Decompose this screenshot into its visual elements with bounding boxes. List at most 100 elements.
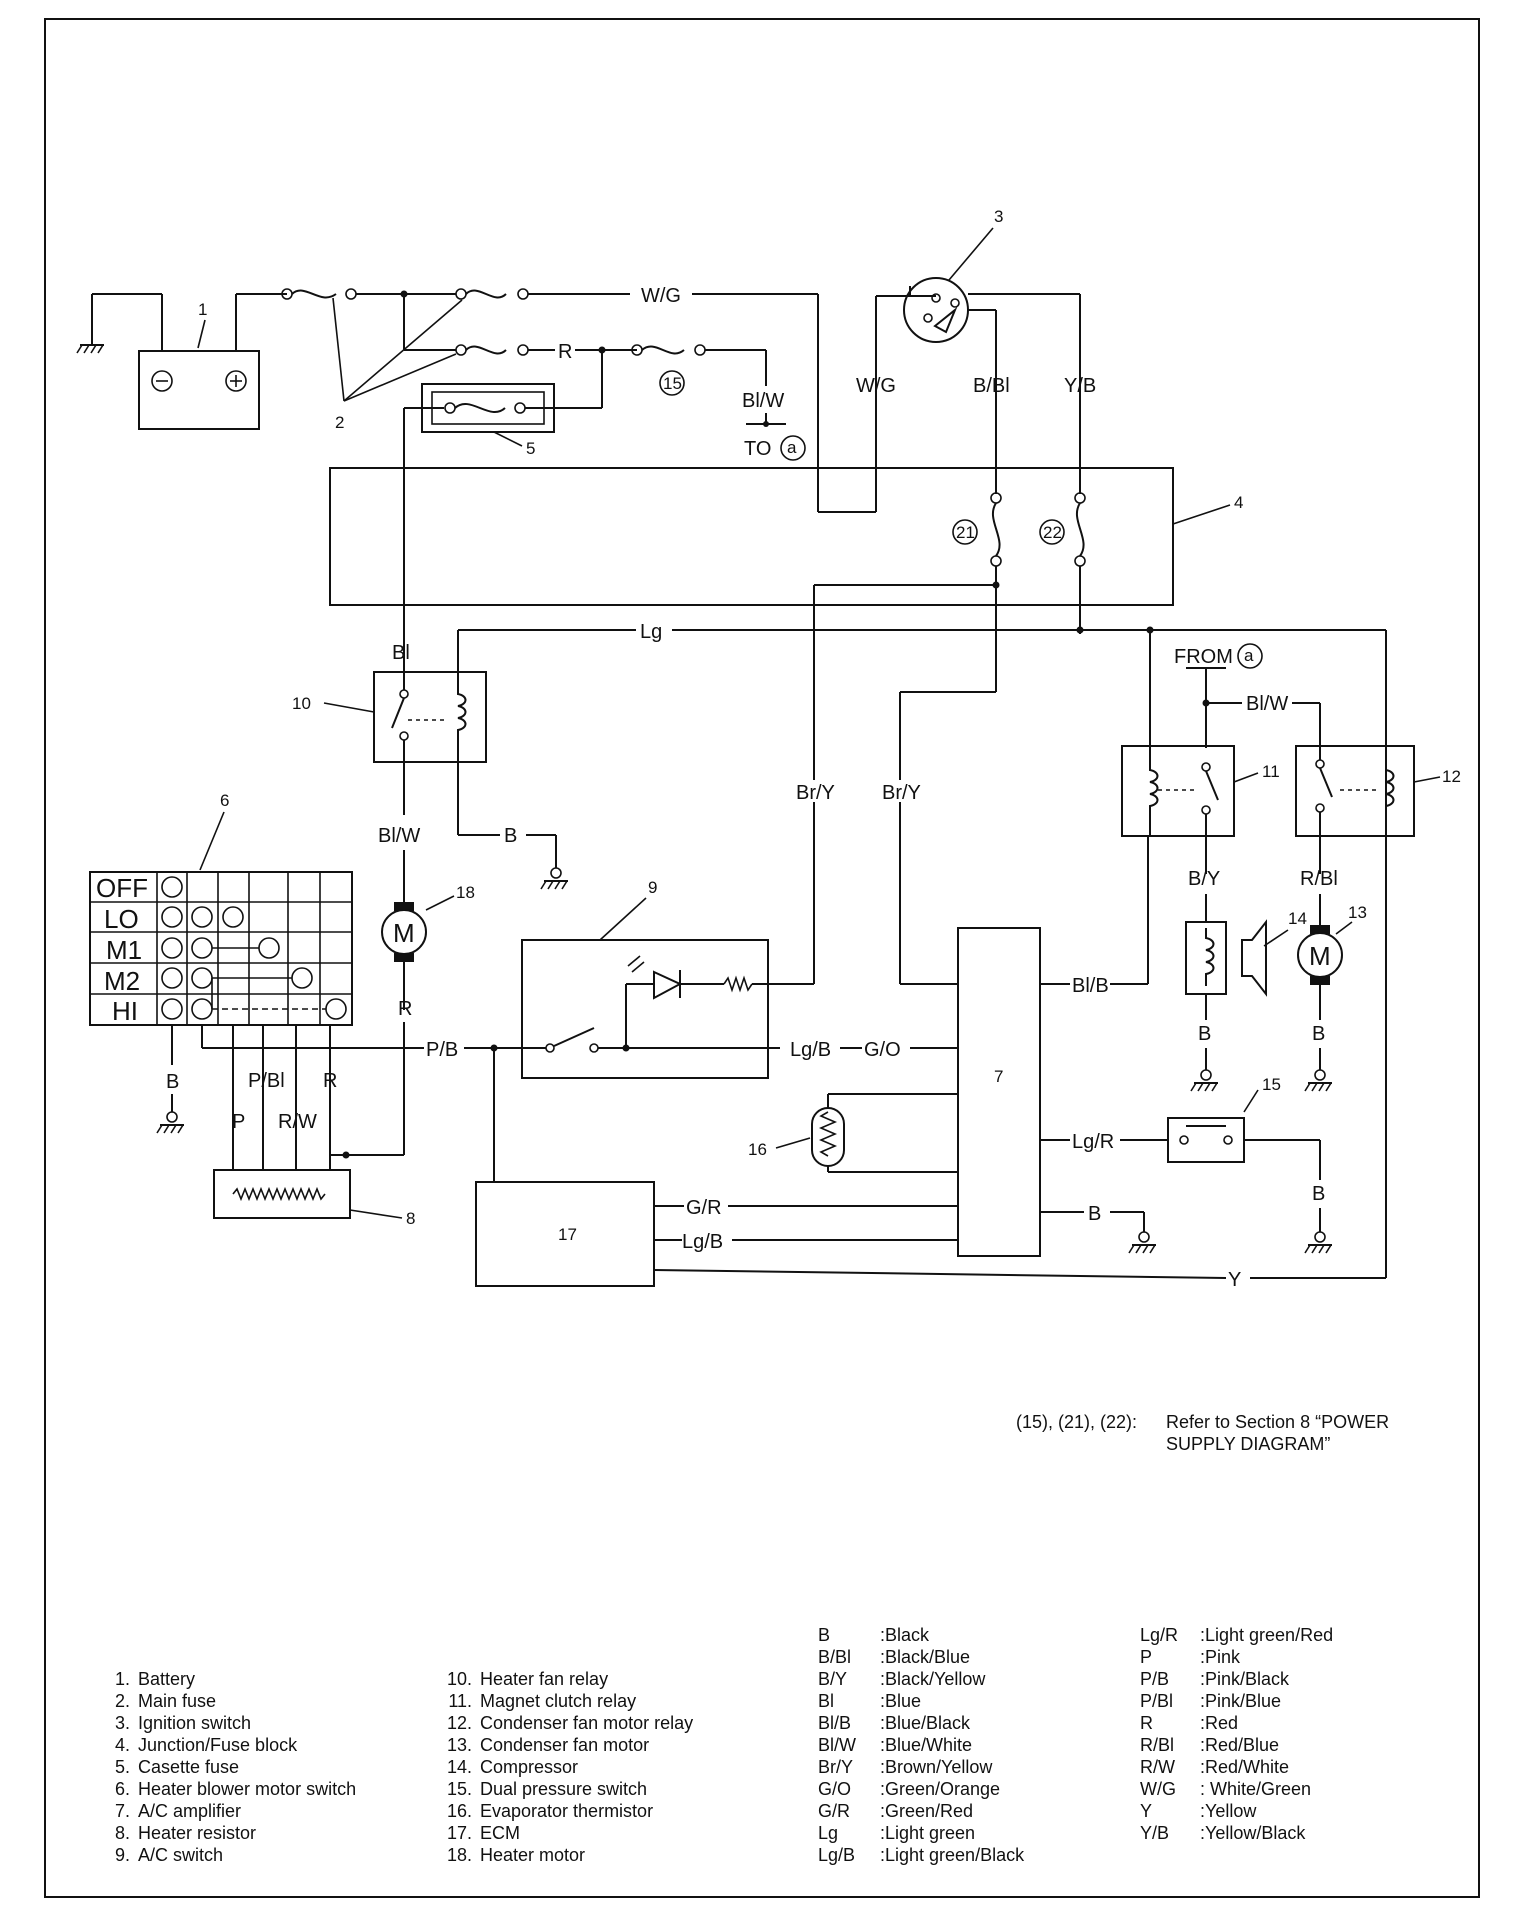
color-item: Bl:Blue — [818, 1691, 922, 1711]
note-line-1: Refer to Section 8 “POWER — [1166, 1412, 1390, 1432]
legend-item: 4.Junction/Fuse block — [114, 1735, 298, 1755]
color-item: P:Pink — [1140, 1647, 1241, 1667]
color-item: G/O:Green/Orange — [818, 1779, 1001, 1799]
pos-m2: M2 — [104, 966, 140, 996]
color-item: Br/Y:Brown/Yellow — [818, 1757, 993, 1777]
color-item: Y/B:Yellow/Black — [1140, 1823, 1306, 1843]
color-legend-col1: B:Black B/Bl:Black/Blue B/Y:Black/Yellow… — [818, 1624, 1024, 1866]
label-wg-ign: W/G — [856, 375, 896, 397]
callout-5: 5 — [526, 439, 535, 458]
color-item: B/Y:Black/Yellow — [818, 1669, 986, 1689]
label-p: P — [232, 1111, 245, 1133]
label-b-7: B — [1088, 1203, 1101, 1225]
callout-15: 15 — [1262, 1075, 1281, 1094]
legend-item: 8.Heater resistor — [114, 1823, 257, 1843]
condenser-motor-m: M — [1309, 941, 1331, 971]
label-bry-1: Br/Y — [796, 782, 835, 804]
callout-2: 2 — [335, 413, 344, 432]
legend-item: 12.Condenser fan motor relay — [446, 1713, 694, 1733]
label-b-6: B — [166, 1071, 179, 1093]
legend-item: 9.A/C switch — [114, 1845, 224, 1865]
callout-11: 11 — [1262, 762, 1280, 781]
main-fuses — [281, 288, 767, 386]
legend-item: 14.Compressor — [446, 1757, 579, 1777]
callout-6: 6 — [220, 791, 229, 810]
legend-item: 3.Ignition switch — [114, 1713, 252, 1733]
label-lgb-17: Lg/B — [682, 1231, 723, 1253]
dual-pressure-switch — [1167, 1117, 1321, 1180]
color-item: Bl/B:Blue/Black — [818, 1713, 971, 1733]
label-bbl: B/Bl — [973, 375, 1010, 397]
label-r-18: R — [398, 998, 412, 1020]
callout-8: 8 — [406, 1209, 415, 1228]
junction-fuse-block — [329, 467, 1174, 634]
label-r-6: R — [323, 1070, 337, 1092]
fuse-15-label: 15 — [663, 374, 682, 393]
color-item: B/Bl:Black/Blue — [818, 1647, 971, 1667]
label-b-13: B — [1312, 1023, 1325, 1045]
label-bry-2: Br/Y — [882, 782, 921, 804]
callout-7: 7 — [994, 1067, 1003, 1086]
color-item: P/Bl:Pink/Blue — [1140, 1691, 1282, 1711]
label-b-14: B — [1198, 1023, 1211, 1045]
label-blw-top: Bl/W — [742, 390, 784, 412]
callout-1: 1 — [198, 300, 207, 319]
magnet-clutch-relay — [1121, 660, 1235, 874]
evaporator-thermistor — [811, 1093, 958, 1173]
color-item: P/B:Pink/Black — [1140, 1669, 1290, 1689]
compressor — [1185, 919, 1267, 1020]
pos-m1: M1 — [106, 935, 142, 965]
fuse-22-label: 22 — [1043, 523, 1062, 542]
legend-item: 10.Heater fan relay — [446, 1669, 609, 1689]
ac-switch — [521, 939, 814, 1079]
label-yb: Y/B — [1064, 375, 1096, 397]
color-item: R/W:Red/White — [1140, 1757, 1290, 1777]
color-legend-col2: Lg/R:Light green/Red P:Pink P/B:Pink/Bla… — [1140, 1624, 1333, 1844]
label-lgb-9: Lg/B — [790, 1039, 831, 1061]
legend-item: 13.Condenser fan motor — [446, 1735, 650, 1755]
label-rbl: R/Bl — [1300, 868, 1338, 890]
legend-item: 15.Dual pressure switch — [446, 1779, 648, 1799]
color-item: G/R:Green/Red — [818, 1801, 974, 1821]
component-legend-col1: 1.Battery 2.Main fuse 3.Ignition switch … — [100, 1668, 356, 1866]
callout-13: 13 — [1348, 903, 1367, 922]
heater-motor-m: M — [393, 918, 415, 948]
reference-note: (15), (21), (22):Refer to Section 8 “POW… — [1016, 1411, 1389, 1455]
blower-switch: OFF LO M1 M2 HI — [89, 871, 353, 1026]
ac-amplifier — [957, 927, 1041, 1257]
circle-a-top: a — [787, 438, 797, 457]
color-item: Lg/B:Light green/Black — [818, 1845, 1025, 1865]
label-b-10: B — [504, 825, 517, 847]
callout-9: 9 — [648, 878, 657, 897]
legend-item: 17.ECM — [446, 1823, 520, 1843]
legend-item: 2.Main fuse — [114, 1691, 217, 1711]
label-pb: P/B — [426, 1039, 458, 1061]
color-item: R:Red — [1140, 1713, 1239, 1733]
label-lgr: Lg/R — [1072, 1131, 1114, 1153]
callout-12: 12 — [1442, 767, 1461, 786]
label-to: TO — [744, 438, 771, 460]
pos-off: OFF — [96, 873, 148, 903]
pos-lo: LO — [104, 904, 139, 934]
label-lg: Lg — [640, 621, 662, 643]
ecm — [475, 1181, 655, 1287]
legend-item: 16.Evaporator thermistor — [446, 1801, 654, 1821]
battery — [76, 293, 287, 430]
legend-item: 6.Heater blower motor switch — [114, 1779, 357, 1799]
pos-hi: HI — [112, 996, 138, 1026]
cassette-fuse — [403, 350, 603, 660]
legend-item: 11.Magnet clutch relay — [448, 1691, 637, 1711]
condenser-fan-motor: M — [1297, 925, 1343, 1020]
heater-motor: M — [381, 850, 427, 1010]
heater-fan-relay — [373, 660, 487, 835]
color-item: W/G: White/Green — [1140, 1779, 1312, 1799]
callout-14: 14 — [1288, 909, 1307, 928]
callout-17: 17 — [558, 1225, 577, 1244]
label-blb: Bl/B — [1072, 975, 1109, 997]
color-item: Lg/R:Light green/Red — [1140, 1625, 1334, 1645]
legend-item: 5.Casette fuse — [114, 1757, 240, 1777]
color-item: B:Black — [818, 1625, 930, 1645]
ignition-switch — [903, 277, 1081, 490]
label-from: FROM — [1174, 646, 1233, 668]
